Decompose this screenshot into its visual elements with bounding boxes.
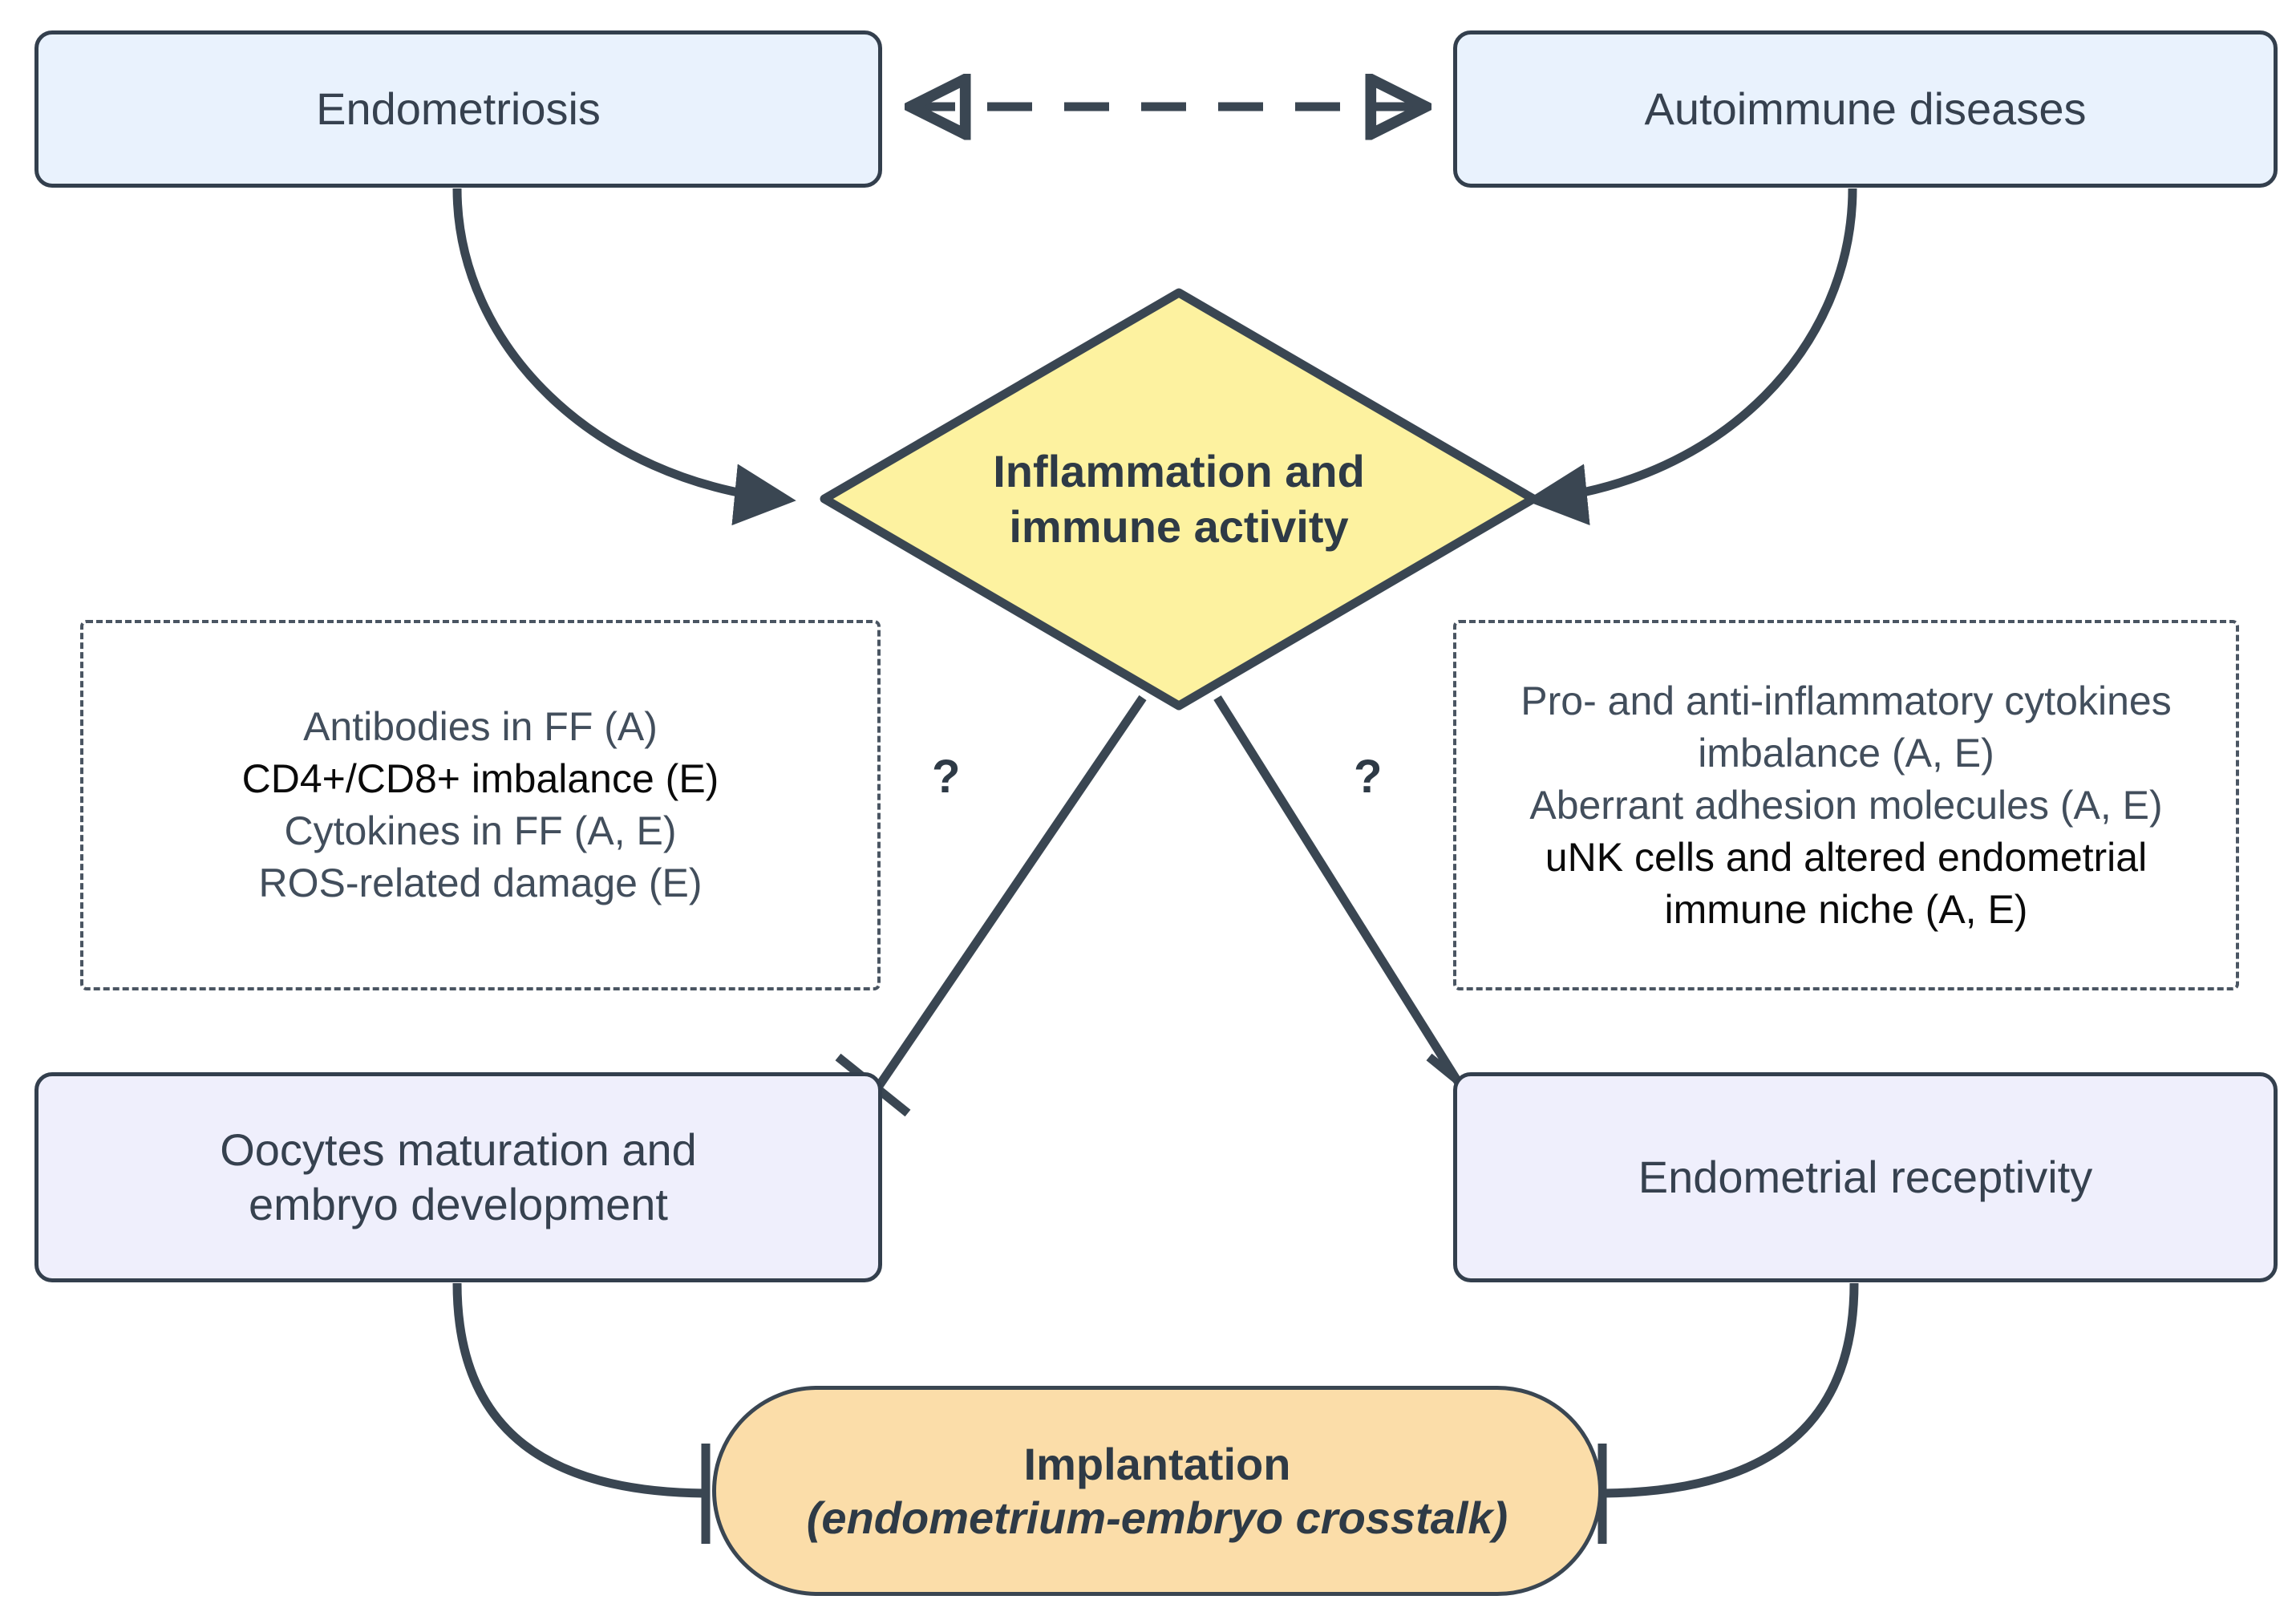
inflammation-line-2: immune activity	[1009, 500, 1349, 552]
panel-right-line-2: imbalance (A, E)	[1698, 730, 1994, 776]
panel-follicular-immune-findings[interactable]: Antibodies in FF (A) CD4+/CD8+ imbalance…	[80, 620, 881, 990]
panel-right-line-4: uNK cells and altered endometrial	[1545, 834, 2148, 880]
panel-left-line-3: Cytokines in FF (A, E)	[284, 808, 677, 853]
panel-right-line-3: Aberrant adhesion molecules (A, E)	[1529, 782, 2163, 828]
oocytes-line-2: embryo development	[249, 1179, 668, 1229]
oocytes-line-1: Oocytes maturation and	[220, 1124, 697, 1175]
node-inflammation-label: Inflammation and immune activity	[824, 293, 1533, 706]
edge-inflammation-oocytes	[835, 695, 1147, 1117]
edge-receptivity-implantation	[1597, 1282, 1859, 1544]
node-endometriosis-label: Endometriosis	[316, 83, 601, 134]
node-autoimmune-diseases-label: Autoimmune diseases	[1644, 83, 2087, 134]
node-endometrial-receptivity-label: Endometrial receptivity	[1638, 1151, 2093, 1202]
node-oocytes-label: Oocytes maturation and embryo developmen…	[199, 1123, 718, 1233]
implantation-title: Implantation	[1023, 1438, 1291, 1489]
panel-left-line-4: ROS-related damage (E)	[258, 861, 703, 905]
node-inflammation-immune-activity[interactable]: Inflammation and immune activity	[824, 293, 1533, 706]
panel-right-line-1: Pro- and anti-inflammatory cytokines	[1521, 678, 2172, 723]
panel-left-line-2: CD4+/CD8+ imbalance (E)	[241, 756, 719, 801]
question-mark-right: ?	[1354, 751, 1383, 803]
panel-left-line-1: Antibodies in FF (A)	[303, 704, 658, 749]
node-endometriosis[interactable]: Endometriosis	[34, 30, 882, 188]
panel-right-line-5: immune niche (A, E)	[1664, 886, 2028, 932]
inflammation-line-1: Inflammation and	[993, 446, 1365, 497]
implantation-subtitle: (endometrium-embryo crosstalk)	[806, 1492, 1508, 1543]
panel-endometrial-immune-findings[interactable]: Pro- and anti-inflammatory cytokines imb…	[1453, 620, 2239, 990]
edge-autoimmune-inflammation	[1525, 188, 1857, 526]
question-mark-left: ?	[932, 751, 961, 803]
node-autoimmune-diseases[interactable]: Autoimmune diseases	[1453, 30, 2278, 188]
node-oocytes-maturation[interactable]: Oocytes maturation and embryo developmen…	[34, 1072, 882, 1282]
node-implantation[interactable]: Implantation (endometrium-embryo crossta…	[712, 1386, 1602, 1596]
edge-endometriosis-inflammation	[452, 188, 796, 526]
node-endometrial-receptivity[interactable]: Endometrial receptivity	[1453, 1072, 2278, 1282]
edge-oocytes-implantation	[452, 1282, 711, 1544]
